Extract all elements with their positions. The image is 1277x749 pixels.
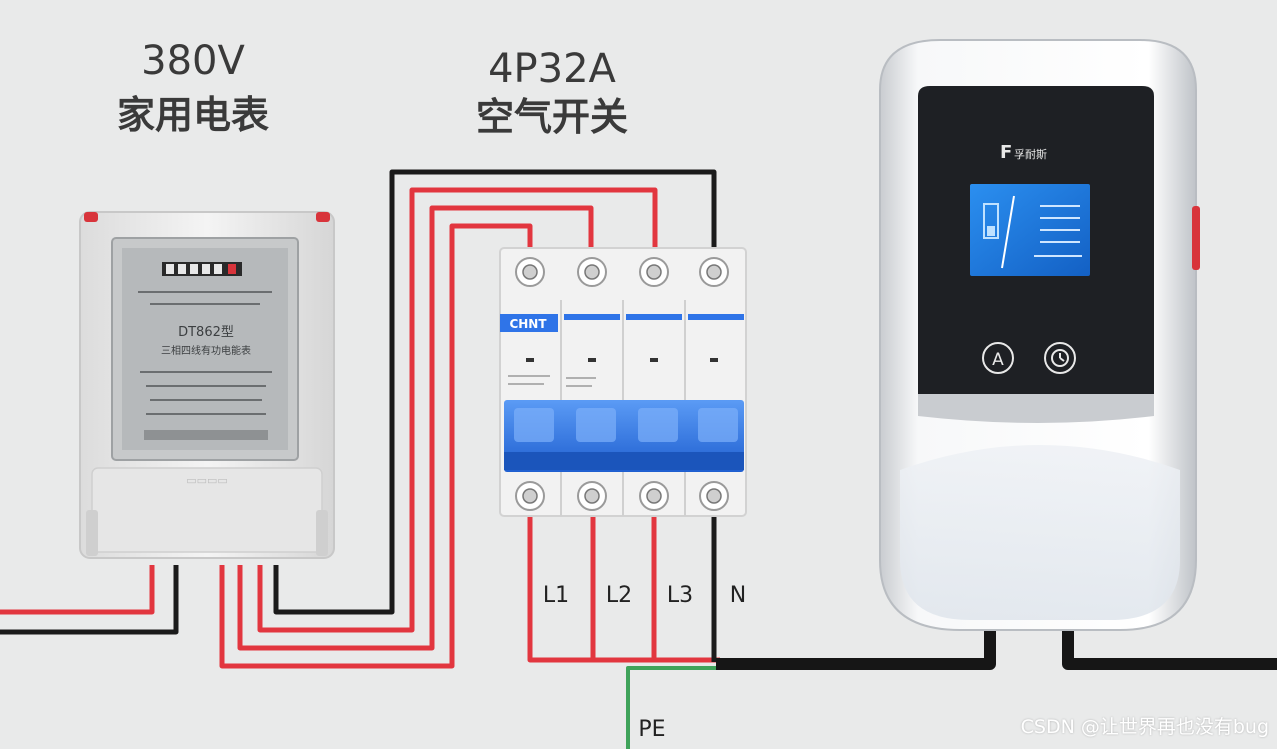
wire-label-n: N bbox=[730, 583, 746, 608]
wire-label-l2: L2 bbox=[606, 583, 632, 608]
incoming-neutral-wire bbox=[0, 565, 179, 635]
meter-name-title: 家用电表 bbox=[117, 93, 269, 137]
svg-text:▭▭▭▭: ▭▭▭▭ bbox=[186, 474, 228, 487]
charger-clock-button[interactable] bbox=[1044, 342, 1076, 374]
charger-brand-label: 孚耐斯 bbox=[1014, 148, 1047, 161]
meter-to-breaker-n-wire bbox=[273, 169, 717, 615]
breaker-name-title: 空气开关 bbox=[476, 95, 628, 139]
circuit-breaker: CHNT bbox=[499, 247, 747, 517]
meter-nameplate-label: 三相四线有功电能表 bbox=[161, 344, 251, 357]
clock-icon bbox=[1051, 349, 1069, 367]
meter-to-breaker-l2-wire bbox=[237, 205, 594, 651]
meter-voltage-title: 380V bbox=[141, 38, 245, 84]
meter-model-label: DT862型 bbox=[178, 325, 234, 340]
meter-to-breaker-l3-wire bbox=[257, 187, 658, 633]
charger-cable bbox=[716, 628, 996, 670]
charger-a-button-label: A bbox=[992, 350, 1004, 370]
ev-charger: F 孚耐斯 A bbox=[879, 39, 1200, 631]
pe-wire bbox=[626, 666, 720, 749]
incoming-live-wire bbox=[0, 565, 155, 615]
charger-a-button[interactable]: A bbox=[982, 342, 1014, 374]
breaker-rating-title: 4P32A bbox=[488, 46, 616, 92]
meter-to-breaker-l1-wire bbox=[219, 223, 533, 669]
charger-cable-out bbox=[1062, 628, 1277, 670]
breaker-bottom-terminals bbox=[515, 481, 729, 511]
wires bbox=[0, 169, 1277, 749]
breaker-top-terminals bbox=[515, 257, 729, 287]
wire-label-pe: PE bbox=[638, 717, 665, 742]
wire-label-l3: L3 bbox=[667, 583, 693, 608]
breaker-brand-label: CHNT bbox=[509, 317, 547, 331]
charger-brand-logo: F bbox=[1000, 142, 1012, 163]
csdn-watermark: CSDN @让世界再也没有bug bbox=[1020, 716, 1269, 738]
side-red-button[interactable] bbox=[1192, 206, 1200, 270]
electric-meter: DT862型 三相四线有功电能表 ▭▭▭▭ bbox=[79, 211, 335, 559]
l1-out-wire bbox=[527, 508, 720, 663]
wire-label-l1: L1 bbox=[543, 583, 569, 608]
